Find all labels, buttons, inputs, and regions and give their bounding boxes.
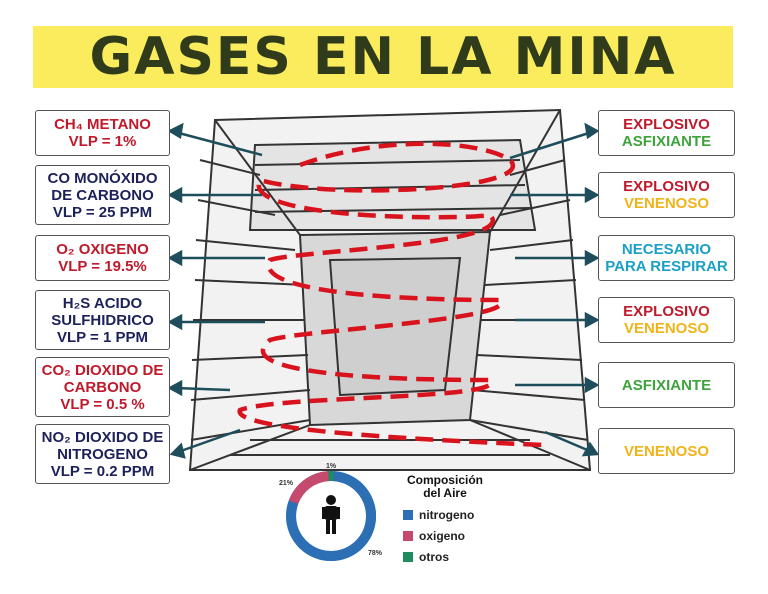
gas-name: O₂ OXIGENO: [56, 241, 149, 258]
gas-name-cont: DE CARBONO: [51, 186, 154, 204]
effect-label: VENENOSO: [623, 442, 710, 460]
legend-label: otros: [419, 550, 449, 564]
gas-limit: VLP = 19.5%: [58, 258, 147, 275]
gas-box-carbon-monoxide: CO MONÓXIDO DE CARBONO VLP = 25 PPM: [35, 165, 170, 225]
gas-name-cont: CARBONO: [63, 378, 142, 396]
air-composition-donut: [286, 471, 376, 561]
legend-label: nitrogeno: [419, 508, 475, 522]
gas-box-nitrogen-dioxide: NO₂ DIOXIDO DE NITROGENO VLP = 0.2 PPM: [35, 424, 170, 484]
nitrogen-pct-label: 78%: [368, 550, 383, 557]
gas-box-hydrogen-sulfide: H₂S ACIDO SULFHIDRICO VLP = 1 PPM: [35, 290, 170, 350]
gas-name: NO₂ DIOXIDO DE: [41, 428, 164, 446]
donut-oxygen-segment: [288, 471, 330, 505]
gas-name: CO₂ DIOXIDO DE: [41, 361, 164, 379]
legend-item-nitrogen: nitrogeno: [403, 508, 474, 522]
effect-box-carbon-monoxide: EXPLOSIVO VENENOSO: [598, 172, 735, 218]
effect-label: NECESARIO: [621, 241, 712, 258]
right-arrows: [509, 122, 600, 457]
effect-label: EXPLOSIVO: [623, 303, 710, 320]
oxygen-pct-label: 21%: [279, 480, 294, 487]
effect-box-oxygen: NECESARIO PARA RESPIRAR: [598, 235, 735, 281]
gas-name: CH₄ METANO: [54, 116, 151, 133]
effect-label: ASFIXIANTE: [621, 133, 712, 150]
gas-name-cont: NITROGENO: [57, 445, 148, 463]
effect-label: EXPLOSIVO: [623, 178, 710, 195]
gas-spiral-path: [237, 141, 546, 448]
effect-label: VENENOSO: [623, 195, 710, 212]
gas-box-methane: CH₄ METANO VLP = 1%: [35, 110, 170, 156]
mine-frame: [188, 108, 592, 471]
left-arrows: [167, 122, 265, 459]
legend-swatch: [403, 552, 413, 562]
legend-title-line: Composición: [406, 473, 483, 487]
person-icon: [322, 495, 340, 534]
title-banner: GASES EN LA MINA: [33, 26, 733, 88]
effect-label: VENENOSO: [623, 320, 710, 337]
gas-limit: VLP = 0.5 %: [60, 395, 145, 413]
effect-label: PARA RESPIRAR: [605, 258, 728, 275]
gas-name: CO MONÓXIDO: [47, 169, 158, 187]
effect-box-hydrogen-sulfide: EXPLOSIVO VENENOSO: [598, 297, 735, 343]
legend-swatch: [403, 531, 413, 541]
gas-limit: VLP = 0.2 PPM: [50, 462, 155, 480]
gas-limit: VLP = 1%: [68, 133, 137, 150]
gas-box-oxygen: O₂ OXIGENO VLP = 19.5%: [35, 235, 170, 281]
effect-box-carbon-dioxide: ASFIXIANTE: [598, 362, 735, 408]
gas-name-cont: SULFHIDRICO: [51, 311, 154, 329]
effect-box-nitrogen-dioxide: VENENOSO: [598, 428, 735, 474]
legend-item-oxygen: oxigeno: [403, 529, 465, 543]
legend-title: Composición del Aire: [393, 474, 497, 500]
legend-swatch: [403, 510, 413, 520]
gas-limit: VLP = 25 PPM: [52, 203, 153, 221]
other-pct-label: 1%: [326, 463, 337, 470]
effect-box-methane: EXPLOSIVO ASFIXIANTE: [598, 110, 735, 156]
gas-box-carbon-dioxide: CO₂ DIOXIDO DE CARBONO VLP = 0.5 %: [35, 357, 170, 417]
effect-label: ASFIXIANTE: [621, 376, 712, 394]
gas-name: H₂S ACIDO: [62, 294, 143, 312]
effect-label: EXPLOSIVO: [623, 116, 710, 133]
legend-item-other: otros: [403, 550, 449, 564]
gas-limit: VLP = 1 PPM: [56, 328, 148, 346]
page-title: GASES EN LA MINA: [89, 27, 677, 87]
legend-title-line: del Aire: [423, 486, 467, 500]
legend-label: oxigeno: [419, 529, 466, 543]
